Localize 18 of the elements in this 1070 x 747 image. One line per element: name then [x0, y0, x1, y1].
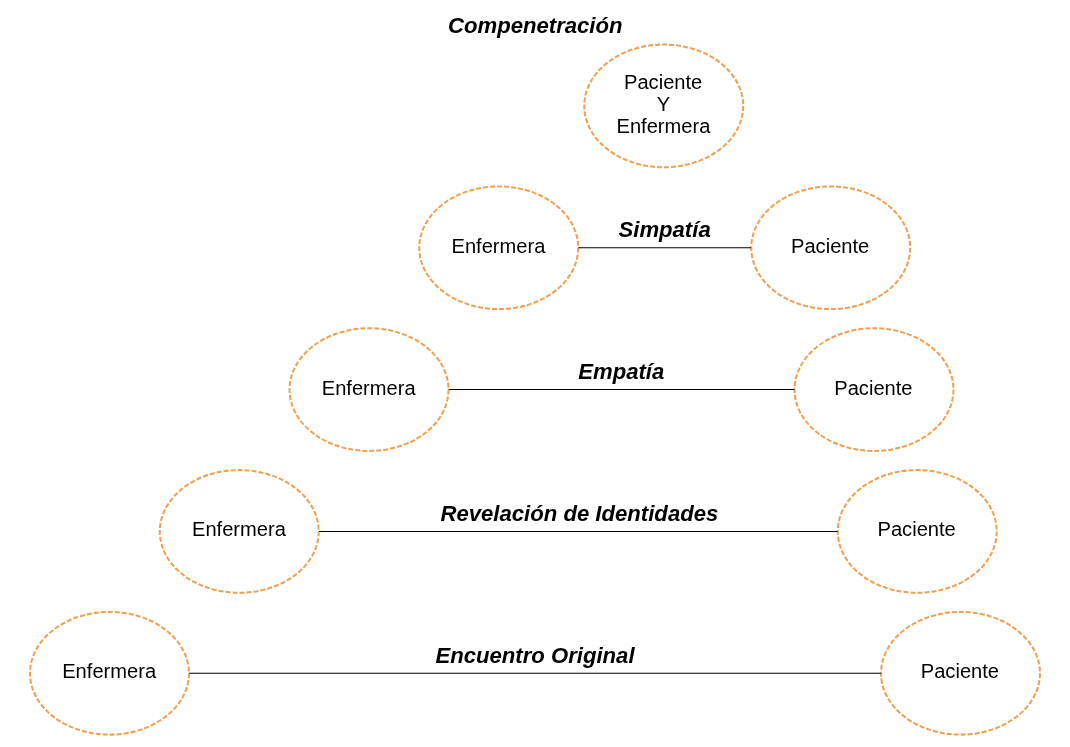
node-ellipse: Paciente [836, 469, 998, 594]
node-ellipse: Enfermera [418, 185, 580, 311]
diagram-title: Compenetración [447, 13, 623, 39]
node-ellipse: Enfermera [158, 469, 320, 594]
node-ellipse: Paciente Y Enfermera [583, 43, 745, 169]
node-ellipse: Paciente [880, 610, 1041, 736]
node-ellipse: Paciente [793, 327, 955, 452]
connector [188, 672, 882, 674]
node-ellipse: Enfermera [29, 610, 190, 736]
connector [318, 530, 839, 532]
node-ellipse: Paciente [750, 185, 912, 311]
edge-label: Revelación de Identidades [440, 500, 719, 526]
edge-label: Empatía [578, 359, 665, 385]
edge-label: Encuentro Original [435, 642, 635, 668]
connector [448, 389, 795, 391]
connector [577, 247, 752, 249]
edge-label: Simpatía [618, 217, 711, 243]
node-ellipse: Enfermera [288, 327, 450, 452]
